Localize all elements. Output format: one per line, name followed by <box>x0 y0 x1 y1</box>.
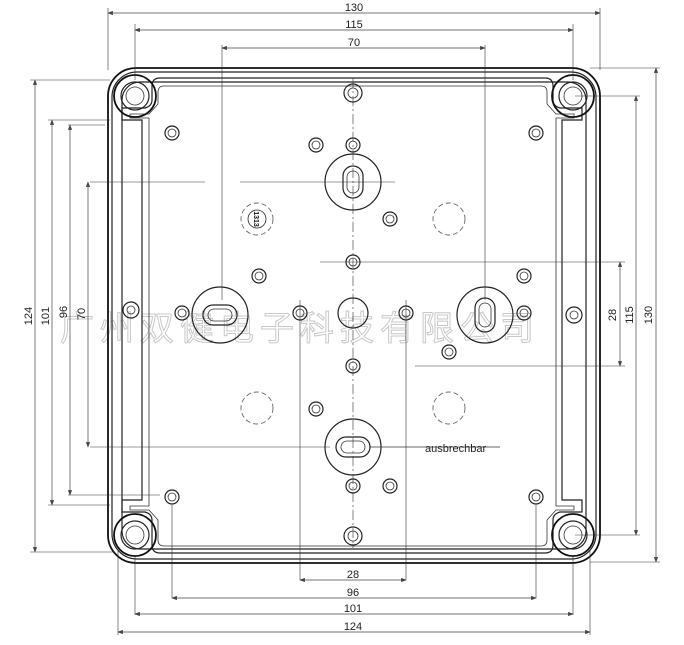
callout-label: ausbrechbar <box>425 443 486 455</box>
dim-bottom-101: 101 <box>344 603 362 615</box>
edge-hole-right <box>565 306 583 324</box>
dim-right-130: 130 <box>643 306 655 324</box>
knockout-circles <box>240 202 466 425</box>
dim-bottom-124: 124 <box>344 621 362 633</box>
dim-top-115: 115 <box>345 19 363 31</box>
dim-top-70: 70 <box>348 37 360 49</box>
part-mark-label: 1313 <box>252 211 259 227</box>
dim-right-28: 28 <box>607 309 619 321</box>
edge-hole-left <box>122 301 140 319</box>
inner-channel-inner <box>129 85 575 547</box>
dim-right-115: 115 <box>624 306 636 324</box>
corner-boss-bottom-left <box>113 513 157 557</box>
dim-left-101: 101 <box>40 307 52 325</box>
dim-bottom-28: 28 <box>347 569 359 581</box>
enclosure-outer-inner <box>111 71 597 560</box>
dim-bottom-96: 96 <box>347 587 359 599</box>
dim-left-124: 124 <box>23 307 35 325</box>
part-mark-badge: 1313 <box>247 209 267 229</box>
dim-left-70: 70 <box>76 308 88 320</box>
dim-top-130: 130 <box>345 2 363 14</box>
keyhole-left <box>191 286 249 344</box>
dimension-lines <box>32 10 659 635</box>
reference-lines <box>30 8 660 635</box>
dim-left-96: 96 <box>58 306 70 318</box>
enclosure-outer <box>107 67 601 564</box>
corner-boss-top-left <box>113 74 157 118</box>
watermark-text: 广州双健电子科技有限公司 <box>60 309 540 349</box>
enclosure-lip <box>121 81 587 550</box>
